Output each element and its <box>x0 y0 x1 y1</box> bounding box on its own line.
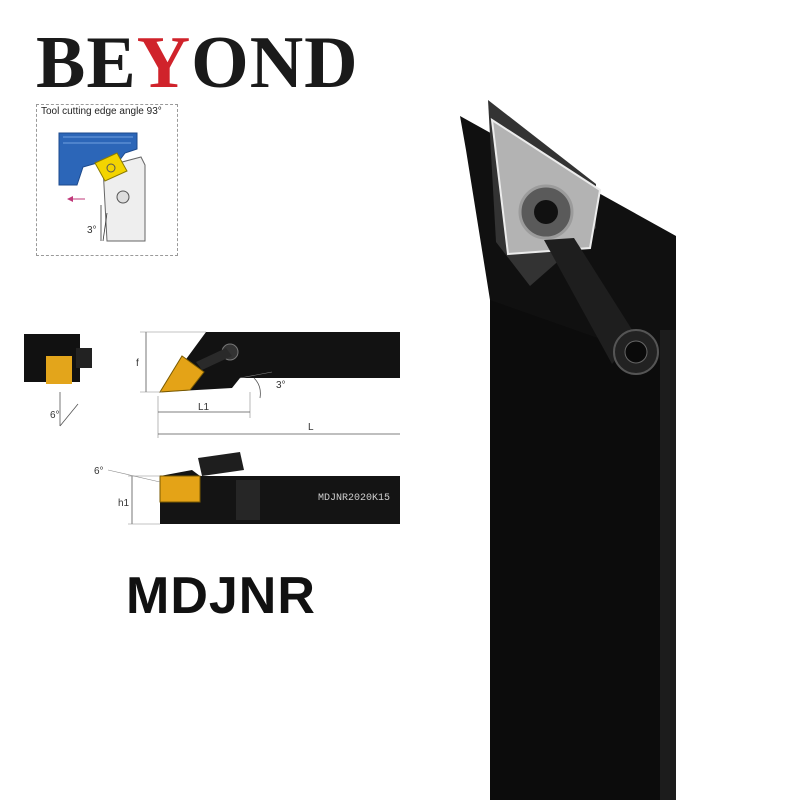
l-label: L <box>308 422 314 433</box>
h1-label: h1 <box>118 498 130 509</box>
product-photo <box>460 100 676 800</box>
top-angle-label: 3° <box>276 380 286 391</box>
f-label: f <box>136 358 139 369</box>
insert-icon <box>159 355 205 393</box>
cutting-angle-illustration: 3° <box>58 132 146 242</box>
brand-logo: BEYOND <box>36 18 359 108</box>
insert-icon <box>94 152 128 182</box>
clamp-icon <box>198 452 244 476</box>
brand-part1: BE <box>36 22 137 104</box>
brand-part2: OND <box>191 22 359 104</box>
brand-highlight: Y <box>136 22 192 104</box>
top-view-holder: f L1 L 3° <box>136 331 400 438</box>
insert-icon <box>490 118 602 256</box>
engraving-label: MDJNR2020K15 <box>318 493 390 504</box>
side-view-angle: 6° <box>94 466 104 477</box>
l1-label: L1 <box>198 402 210 413</box>
cutting-angle-value: 3° <box>87 225 97 236</box>
end-view-photo: 6° <box>24 334 92 427</box>
clamp-icon <box>544 238 636 364</box>
cutting-angle-diagram: Tool cutting edge angle 93° 3° <box>36 104 178 256</box>
holder-icon <box>460 116 676 800</box>
side-angle-label: 6° <box>50 410 60 421</box>
cutting-angle-caption: Tool cutting edge angle 93° <box>41 106 162 117</box>
clamp-icon <box>196 348 232 370</box>
model-name: MDJNR <box>126 567 316 625</box>
side-view-holder: MDJNR2020K15 h1 6° <box>94 452 400 525</box>
